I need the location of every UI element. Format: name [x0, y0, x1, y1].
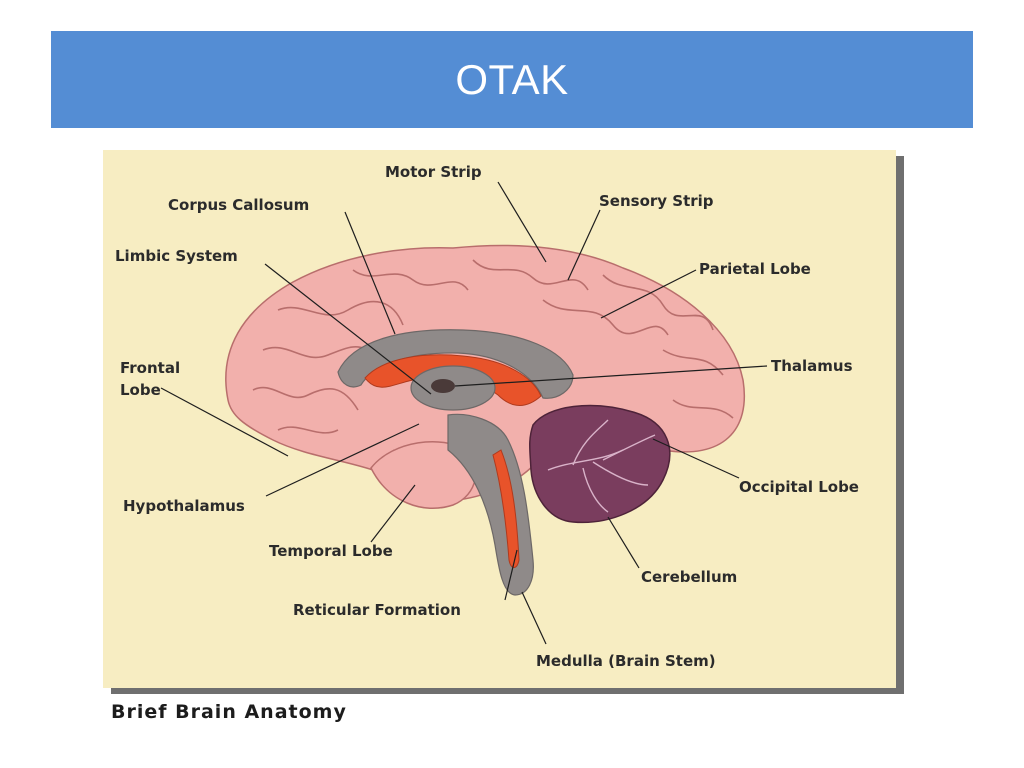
label-cerebellum: Cerebellum: [641, 568, 737, 586]
label-corpus-callosum: Corpus Callosum: [168, 196, 309, 214]
leader-cerebellum: [607, 516, 640, 569]
label-parietal-lobe: Parietal Lobe: [699, 260, 811, 278]
label-occipital-lobe: Occipital Lobe: [739, 478, 859, 496]
leader-limbic-system: [264, 263, 432, 395]
label-limbic-system: Limbic System: [115, 247, 238, 265]
cerebellum-shape: [529, 404, 671, 524]
leader-reticular-formation: [504, 549, 518, 601]
leader-lines: [160, 181, 768, 645]
figure-panel: Motor Strip Corpus Callosum Sensory Stri…: [103, 150, 896, 688]
label-thalamus: Thalamus: [771, 357, 853, 375]
leader-corpus-callosum: [344, 211, 396, 335]
thalamus-core: [431, 379, 455, 393]
label-reticular-formation: Reticular Formation: [293, 601, 461, 619]
figure-caption: Brief Brain Anatomy: [111, 701, 347, 723]
brain-anatomy-figure: Motor Strip Corpus Callosum Sensory Stri…: [103, 150, 904, 694]
leader-frontal-lobe: [160, 387, 289, 457]
leader-occipital-lobe: [652, 438, 740, 479]
brain-diagram: Motor Strip Corpus Callosum Sensory Stri…: [103, 150, 896, 688]
label-frontal-lobe-line1: Frontal: [120, 359, 180, 377]
leader-parietal-lobe: [600, 269, 697, 319]
label-motor-strip: Motor Strip: [385, 163, 482, 181]
cerebellum-branches: [547, 419, 656, 513]
leader-hypothalamus: [265, 423, 420, 497]
leader-motor-strip: [497, 181, 547, 263]
label-temporal-lobe: Temporal Lobe: [269, 542, 393, 560]
leader-medulla: [521, 591, 547, 645]
leader-temporal-lobe: [370, 484, 416, 543]
leader-thalamus: [454, 365, 768, 387]
label-medulla: Medulla (Brain Stem): [536, 652, 716, 670]
leader-sensory-strip: [567, 209, 601, 281]
label-frontal-lobe-line2: Lobe: [120, 381, 161, 399]
slide-title: OTAK: [455, 55, 569, 103]
label-sensory-strip: Sensory Strip: [599, 192, 714, 210]
label-hypothalamus: Hypothalamus: [123, 497, 245, 515]
title-bar: OTAK: [51, 31, 973, 128]
cortex-folds: [252, 259, 734, 479]
